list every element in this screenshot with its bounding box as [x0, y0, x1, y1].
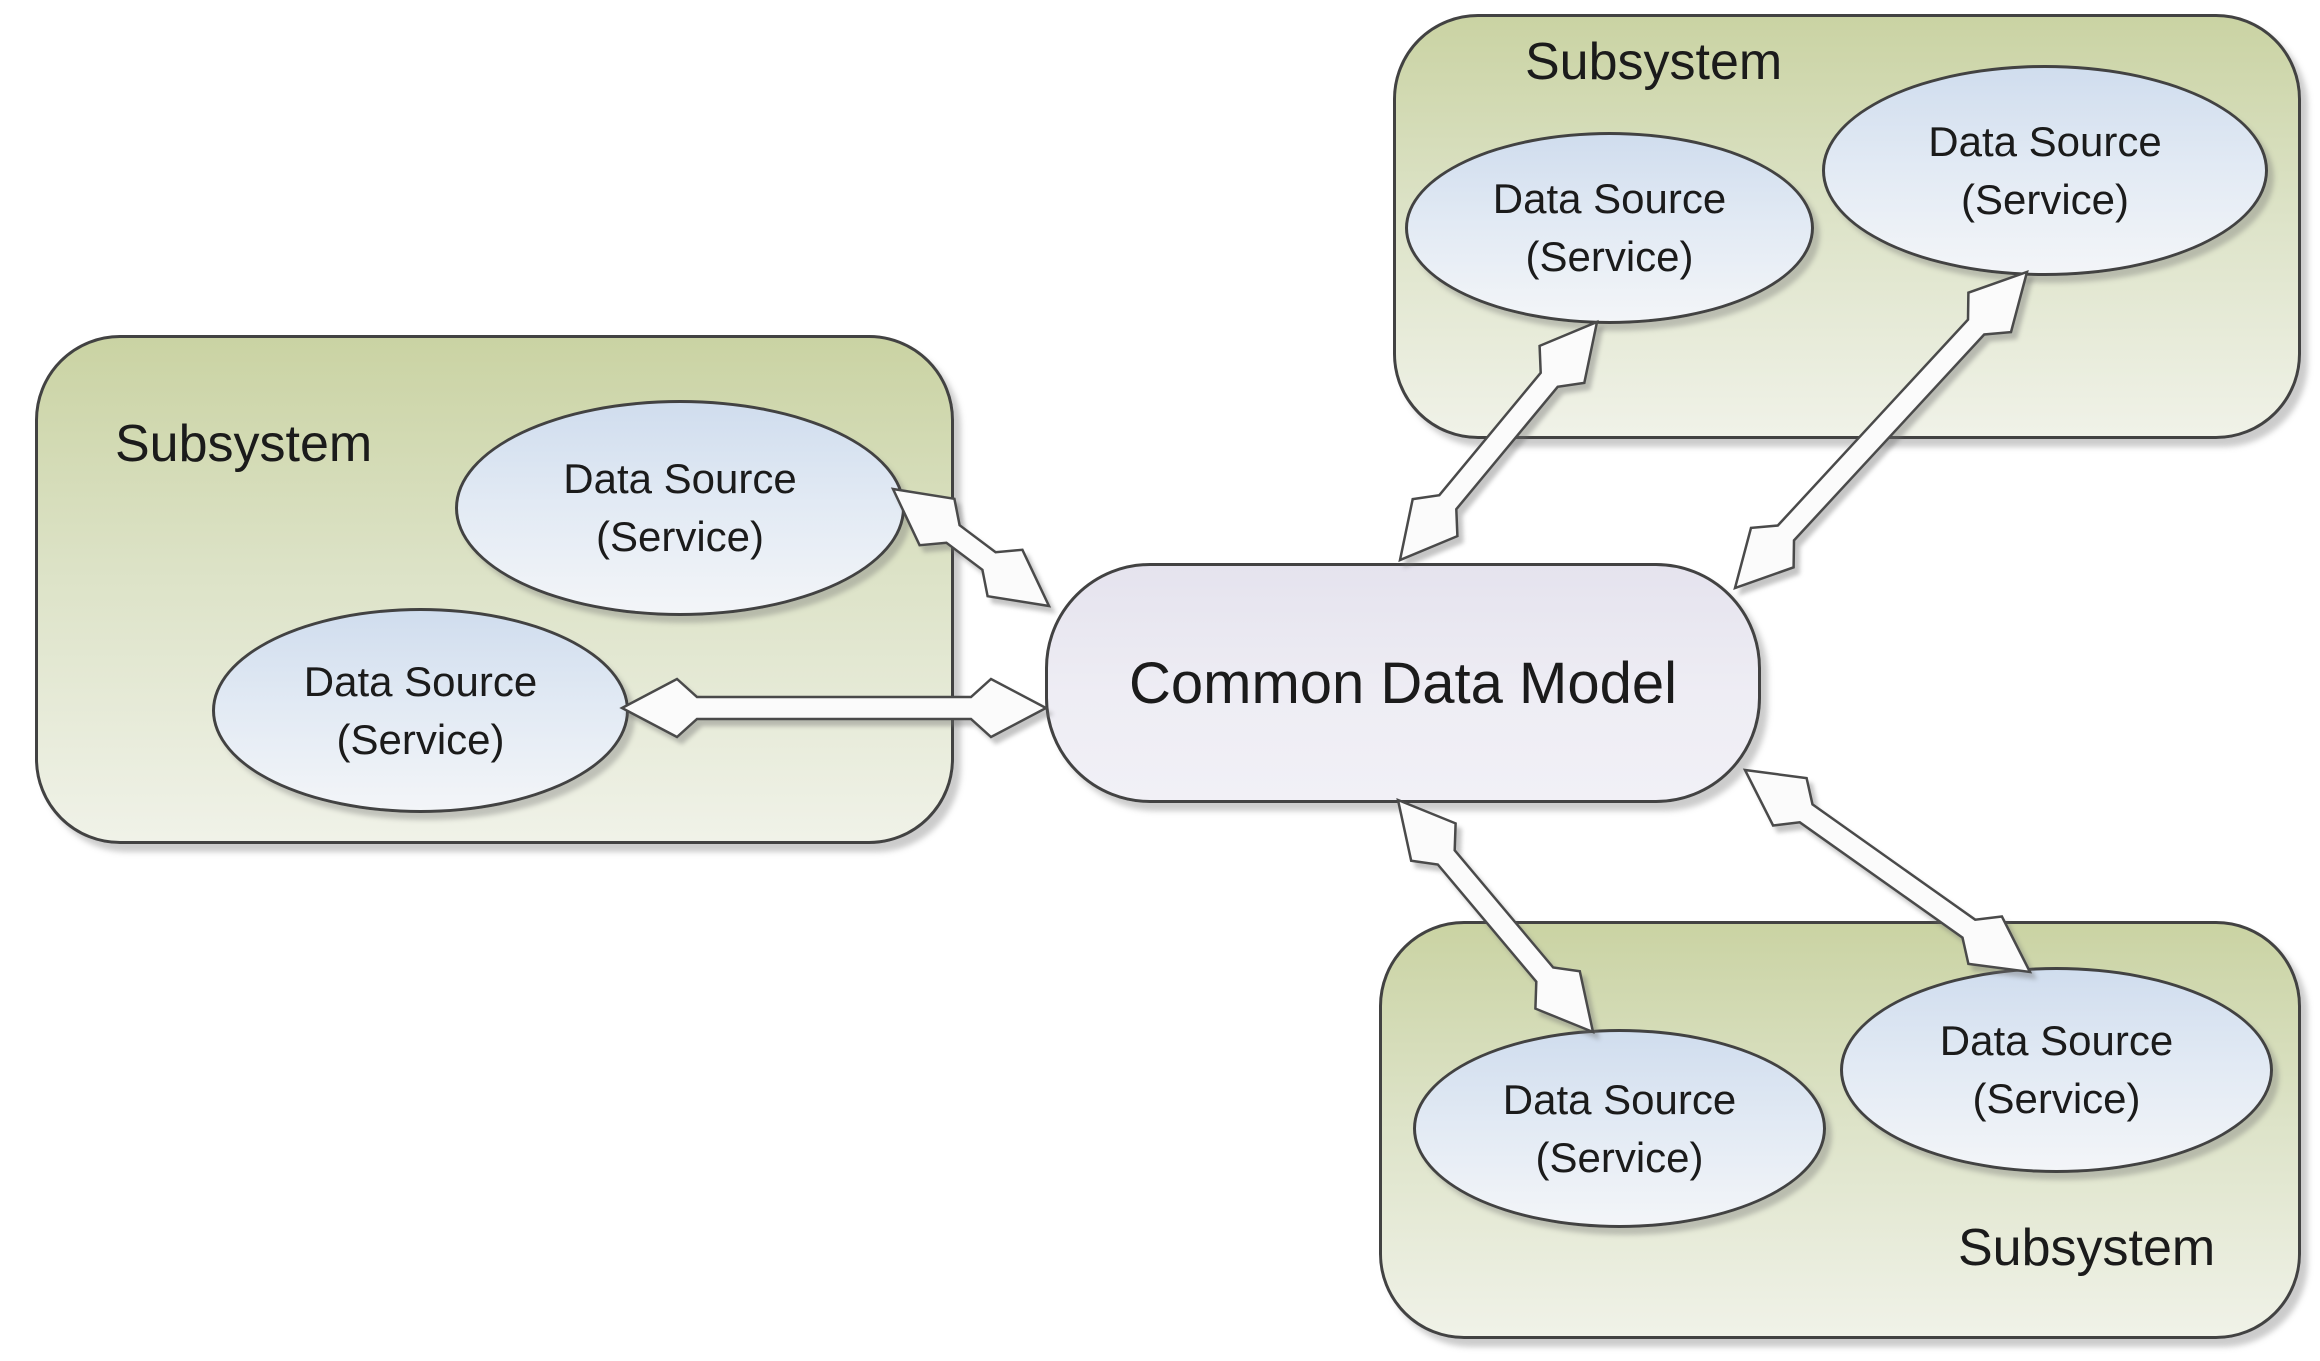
data-source-label-line1: Data Source	[563, 455, 797, 502]
subsystem-left: Subsystem Data Source (Service) Data Sou…	[35, 335, 954, 844]
data-source-label-line2: (Service)	[595, 513, 765, 560]
subsystem-left-label: Subsystem	[115, 415, 373, 473]
data-source-label-line2: (Service)	[1960, 175, 2130, 223]
data-source-label-line1: Data Source	[303, 657, 538, 705]
data-source-label-line2: (Service)	[1972, 1075, 2141, 1122]
data-source-label-line2: (Service)	[1525, 233, 1694, 280]
data-source-label-line1: Data Source	[1939, 1017, 2174, 1064]
data-source-label-line1: Data Source	[1492, 175, 1727, 222]
data-source-label-line1: Data Source	[1928, 117, 2162, 165]
data-source-node-bottom-right-right: Data Source (Service)	[1840, 967, 2273, 1173]
common-data-model-node: Common Data Model	[1045, 563, 1761, 803]
data-source-node-bottom-right-left: Data Source (Service)	[1413, 1029, 1826, 1228]
subsystem-top-right: Subsystem Data Source (Service) Data Sou…	[1393, 14, 2301, 439]
data-source-label-line2: (Service)	[336, 715, 505, 763]
subsystem-top-right-label: Subsystem	[1525, 33, 1783, 91]
common-data-model-label: Common Data Model	[1129, 650, 1677, 716]
data-source-node-top-right-right: Data Source (Service)	[1822, 65, 2268, 276]
data-source-label-line1: Data Source	[1502, 1075, 1737, 1123]
data-source-node-left-lower: Data Source (Service)	[212, 608, 629, 813]
subsystem-bottom-right-label: Subsystem	[1958, 1219, 2216, 1277]
data-source-node-top-right-left: Data Source (Service)	[1405, 132, 1814, 324]
data-source-node-left-upper: Data Source (Service)	[455, 400, 905, 616]
subsystem-bottom-right: Subsystem Data Source (Service) Data Sou…	[1379, 921, 2301, 1339]
data-source-label-line2: (Service)	[1535, 1133, 1704, 1181]
